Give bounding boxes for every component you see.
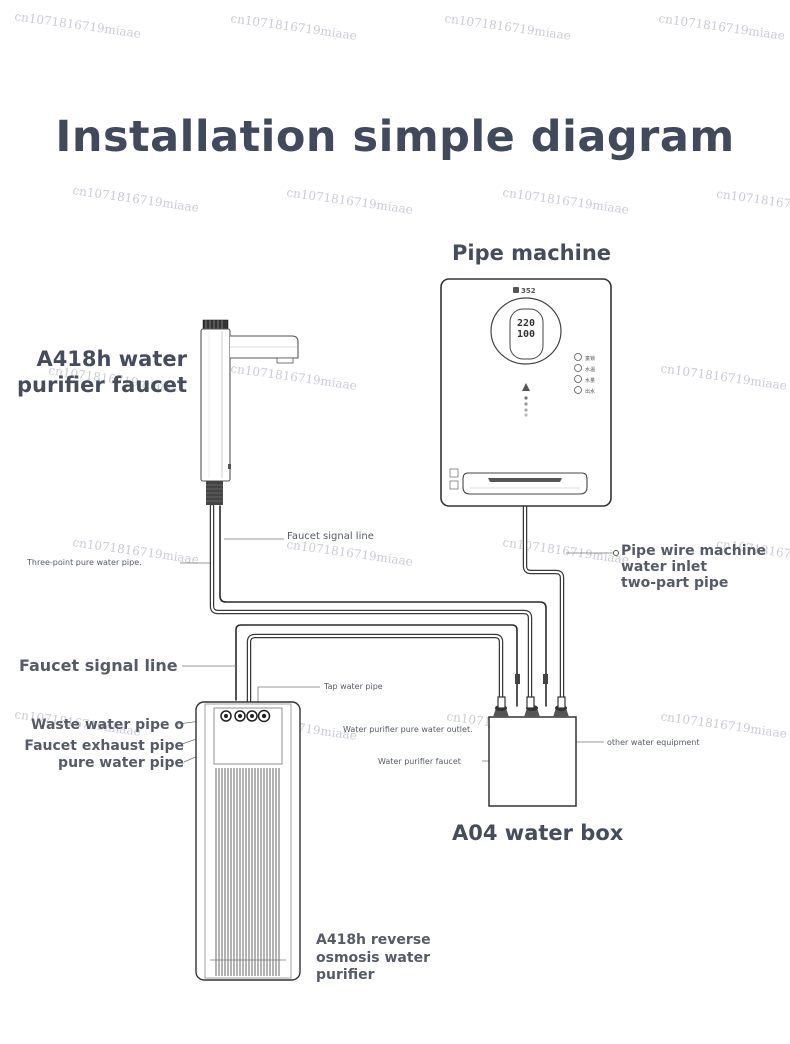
purifier-signal-line [235,624,518,707]
other-equipment-label: other water equipment [607,738,700,747]
page-title: Installation simple diagram [55,112,735,162]
purifier-label-line2: osmosis water [316,950,430,966]
waste-water-pipe-label: Waste water pipe o [31,717,184,733]
faucet-name-line2: purifier faucet [17,373,187,397]
water-box-label: A04 water box [452,821,624,845]
info-icon [449,480,459,490]
pipe-wire-label-line2: water inlet [621,559,708,575]
pure-water-pipe-label: pure water pipe [58,755,184,771]
tap-water-pipe-label: Tap water pipe [324,682,383,691]
machine-display-volume: 100 [517,329,535,340]
child-lock-button[interactable] [574,353,582,361]
faucet-signal-line [219,505,547,707]
pipe-machine-illustration: 352 220 100 童锁 水温 水量 出水 [440,278,612,507]
pipe-wire-label-line3: two-part pipe [621,575,729,591]
three-point-pipe-label: Three-point pure water pipe. [27,558,142,567]
button-label: 水温 [585,366,595,373]
faucet-name-line1: A418h water [36,347,187,371]
purifier-pure-pipe [246,633,504,709]
button-label: 水量 [585,377,595,384]
pipes [209,503,565,709]
faucet-signal-line-left-label: Faucet signal line [19,656,178,675]
button-label: 出水 [585,388,595,395]
ro-purifier-illustration [195,701,301,981]
purifier-pure-outlet-label: Water purifier pure water outlet. [343,725,473,734]
pipe-wire-label-line1: Pipe wire machine [621,543,767,559]
faucet-signal-line-label: Faucet signal line [287,531,374,542]
info-icon [449,468,459,478]
dispense-button[interactable] [574,386,582,394]
machine-display-temp: 220 [517,318,535,329]
machine-brand: 352 [521,287,536,295]
faucet-illustration [200,319,299,505]
faucet-exhaust-pipe-label: Faucet exhaust pipe [24,738,184,754]
temperature-button[interactable] [574,364,582,372]
purifier-ribs [215,768,280,976]
volume-button[interactable] [574,375,582,383]
purifier-label-line3: purifier [316,967,375,983]
button-label: 童锁 [585,355,595,362]
purifier-faucet-label: Water purifier faucet [378,757,461,766]
warning-icon [522,383,530,391]
water-box-illustration [488,696,577,807]
leader-dot [613,550,619,556]
purifier-label-line1: A418h reverse [316,932,431,948]
pipe-machine-label: Pipe machine [452,241,612,265]
